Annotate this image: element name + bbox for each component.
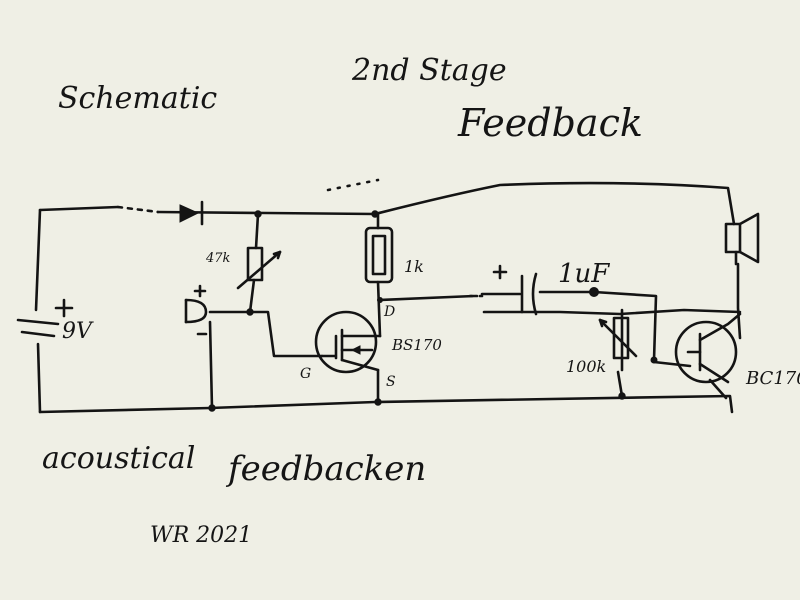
mosfet-symbol xyxy=(314,310,382,374)
stray-marks xyxy=(326,178,380,192)
resistor-47k-label: 47k xyxy=(205,251,231,266)
caption-acoustical: acoustical xyxy=(42,441,195,476)
signature: WR 2021 xyxy=(150,523,252,548)
capacitor-symbol xyxy=(468,264,538,316)
resistor-47k-symbol xyxy=(236,246,282,290)
title-feedback: Feedback xyxy=(457,101,643,145)
switch-symbol xyxy=(116,205,160,214)
battery-symbol xyxy=(16,298,74,338)
bjt-symbol xyxy=(674,312,742,384)
caption-feedback: feedbacken xyxy=(225,449,426,489)
microphone-symbol xyxy=(184,284,208,336)
battery-label: 9V xyxy=(62,319,94,344)
resistor-1k-symbol xyxy=(364,226,394,284)
pin-g-label: G xyxy=(300,366,311,382)
potentiometer-symbol xyxy=(598,316,638,360)
pin-d-label: D xyxy=(383,304,395,320)
capacitor-label: 1uF xyxy=(558,259,610,289)
diode-symbol xyxy=(179,200,204,226)
potentiometer-label: 100k xyxy=(566,357,606,376)
mosfet-label: BS170 xyxy=(391,336,442,354)
bjt-label: BC170 xyxy=(745,368,800,389)
title-second-stage: 2nd Stage xyxy=(351,53,507,88)
resistor-1k-label: 1k xyxy=(404,257,424,276)
junction-dots xyxy=(208,210,658,412)
speaker-symbol xyxy=(724,212,760,266)
title-schematic: Schematic xyxy=(58,81,217,116)
pin-s-label: S xyxy=(386,374,396,390)
